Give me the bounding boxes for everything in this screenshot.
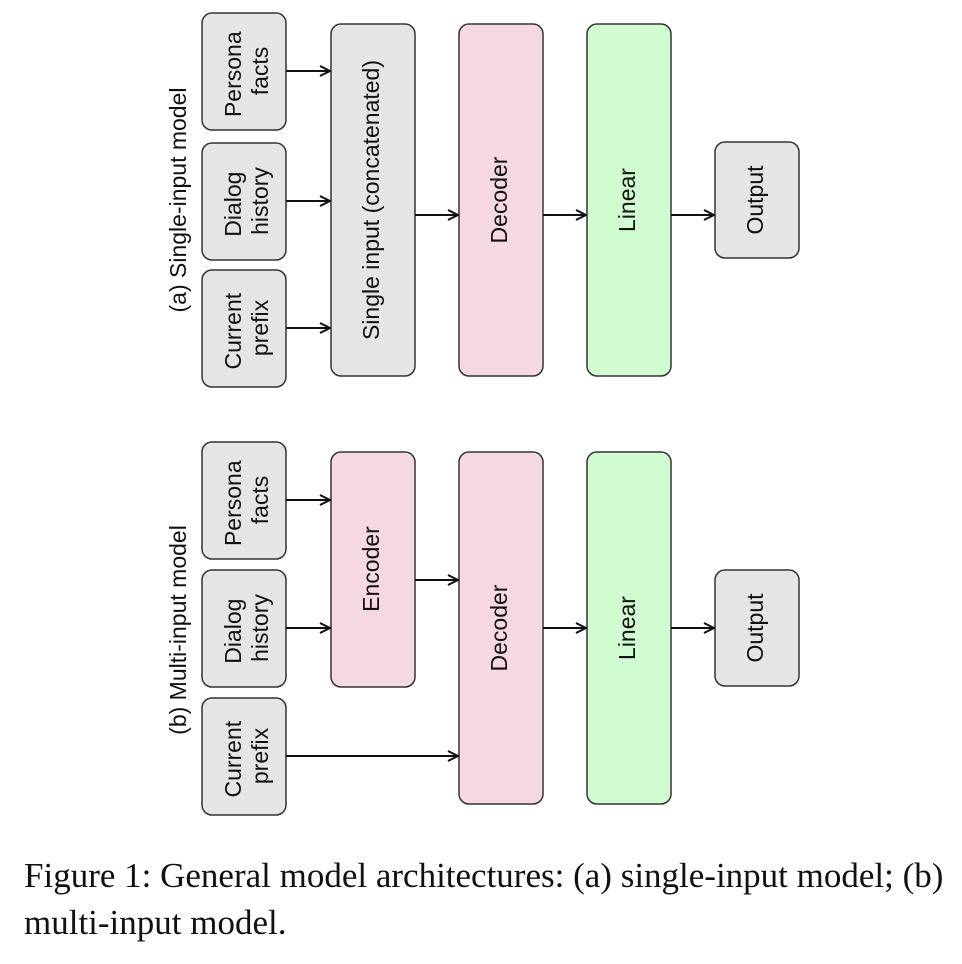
- panel-a-linear-box: Linear: [586, 23, 672, 377]
- panel-b-dialog-history-line1: Dialog: [220, 599, 246, 664]
- panel-b-persona-facts-box: Persona facts: [201, 441, 287, 560]
- panel-b-decoder-box: Decoder: [458, 451, 544, 805]
- svg-text:Dialog history: Dialog history: [220, 592, 273, 664]
- panel-b: (b) Multi-input model Persona facts Dial…: [165, 441, 800, 816]
- svg-text:Dialog history: Dialog history: [220, 165, 273, 237]
- panel-b-persona-facts-line1: Persona: [220, 460, 246, 546]
- panel-a-current-prefix-box: Current prefix: [201, 269, 287, 388]
- panel-a-dialog-history-line1: Dialog: [220, 172, 246, 237]
- panel-b-encoder-label: Encoder: [358, 526, 384, 612]
- panel-a-persona-facts-line2: facts: [247, 47, 273, 96]
- panel-a-current-prefix-line2: prefix: [247, 299, 273, 356]
- panel-b-current-prefix-box: Current prefix: [201, 697, 287, 816]
- svg-text:Current prefix: Current prefix: [220, 714, 273, 797]
- panel-a-dialog-history-line2: history: [247, 167, 273, 235]
- panel-a-concat-label: Single input (concatenated): [358, 60, 384, 340]
- panel-a-persona-facts-box: Persona facts: [201, 12, 287, 131]
- panel-b-dialog-history-line2: history: [247, 594, 273, 662]
- panel-a-decoder-label: Decoder: [486, 156, 512, 243]
- svg-text:Persona facts: Persona facts: [220, 25, 273, 117]
- panel-b-linear-label: Linear: [614, 596, 640, 660]
- panel-a-concat-box: Single input (concatenated): [330, 23, 416, 377]
- architecture-diagram: (a) Single-input model Persona facts Dia…: [165, 12, 800, 816]
- panel-b-title: (b) Multi-input model: [165, 525, 191, 735]
- panel-b-current-prefix-line1: Current: [220, 720, 246, 797]
- figure-caption: Figure 1: General model architectures: (…: [24, 856, 944, 942]
- svg-text:Current prefix: Current prefix: [220, 286, 273, 369]
- panel-b-output-label: Output: [742, 593, 768, 663]
- panel-a-title: (a) Single-input model: [165, 87, 191, 312]
- panel-a-output-box: Output: [714, 141, 800, 259]
- panel-a-dialog-history-box: Dialog history: [201, 142, 287, 261]
- panel-b-linear-box: Linear: [586, 451, 672, 805]
- panel-b-persona-facts-line2: facts: [247, 476, 273, 525]
- svg-text:Persona facts: Persona facts: [220, 454, 273, 546]
- panel-b-dialog-history-box: Dialog history: [201, 569, 287, 688]
- panel-b-current-prefix-line2: prefix: [247, 727, 273, 784]
- panel-a: (a) Single-input model Persona facts Dia…: [165, 12, 800, 388]
- panel-a-output-label: Output: [742, 165, 768, 235]
- panel-a-current-prefix-line1: Current: [220, 292, 246, 369]
- panel-a-decoder-box: Decoder: [458, 23, 544, 377]
- panel-b-output-box: Output: [714, 569, 800, 687]
- panel-b-decoder-label: Decoder: [486, 584, 512, 671]
- panel-a-linear-label: Linear: [614, 168, 640, 232]
- panel-b-encoder-box: Encoder: [330, 451, 416, 688]
- panel-a-persona-facts-line1: Persona: [220, 31, 246, 117]
